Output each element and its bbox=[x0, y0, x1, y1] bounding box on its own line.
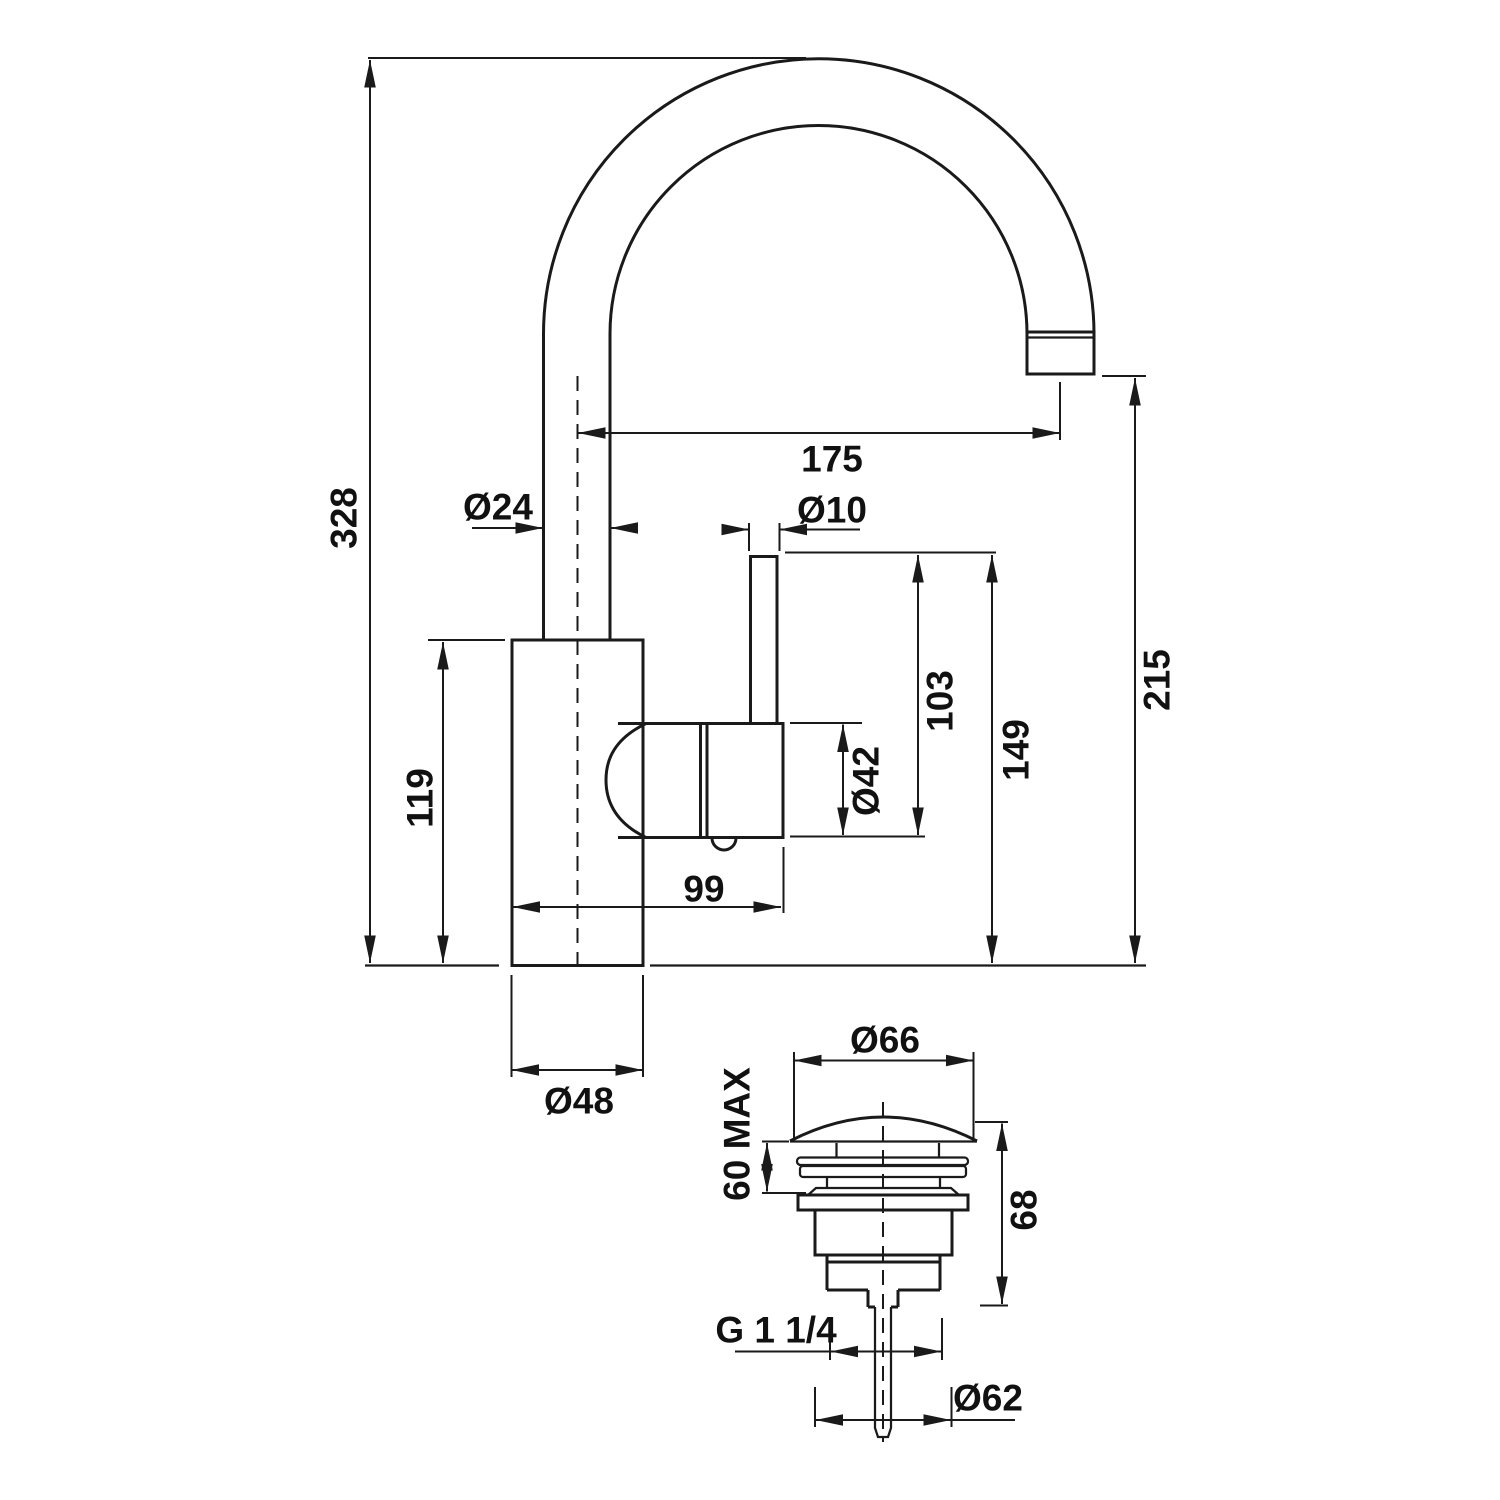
dim-body-height: 119 bbox=[400, 642, 449, 963]
dim-clamping-range: 60 MAX bbox=[717, 1067, 773, 1201]
dim-label-spout-reach: 175 bbox=[801, 439, 863, 480]
cartridge-intersection-curve bbox=[604, 722, 647, 839]
spout-outlet bbox=[1025, 330, 1096, 376]
drain-lower-body bbox=[825, 1255, 942, 1292]
dim-lever-top-height: 149 bbox=[986, 555, 1037, 963]
spout-outer-arc bbox=[542, 57, 1096, 335]
dim-label-outlet-height: 215 bbox=[1137, 649, 1178, 711]
spout-inner-arc bbox=[608, 124, 1029, 335]
dim-label-lever-top-height: 149 bbox=[996, 719, 1037, 781]
dim-drain-height: 68 bbox=[996, 1123, 1045, 1304]
extension-lines-faucet bbox=[368, 57, 1146, 1077]
dim-overall-height: 328 bbox=[324, 60, 376, 963]
cartridge-cap bbox=[618, 722, 707, 839]
dim-label-drain-body-diameter: Ø62 bbox=[953, 1378, 1023, 1419]
riser-tube bbox=[542, 334, 612, 640]
drain-cap-stem bbox=[835, 1143, 941, 1157]
drain-plug-outline bbox=[789, 1102, 978, 1442]
dim-label-body-height: 119 bbox=[400, 768, 441, 828]
dim-label-cap-diameter: Ø66 bbox=[850, 1020, 920, 1061]
dim-spout-reach: 175 bbox=[578, 427, 1060, 480]
set-screw-bump bbox=[710, 837, 738, 852]
dim-lever-base-height: 103 bbox=[912, 555, 961, 835]
drain-step bbox=[825, 1177, 942, 1188]
drain-neck bbox=[866, 1290, 900, 1309]
dim-label-drain-height: 68 bbox=[1004, 1189, 1045, 1230]
dim-label-clamping-range: 60 MAX bbox=[717, 1067, 758, 1201]
dim-lever-rod-diameter: Ø10 bbox=[721, 490, 867, 536]
dim-thread-size: G 1 1/4 bbox=[715, 1310, 942, 1358]
dim-label-lever-rod-diameter: Ø10 bbox=[797, 490, 867, 531]
faucet-dimensions: 328 175 Ø24 Ø10 119 99 bbox=[324, 57, 1178, 1122]
faucet-outline bbox=[365, 57, 1146, 967]
dim-label-lever-base-height: 103 bbox=[920, 670, 961, 732]
dim-spout-tube-diameter: Ø24 bbox=[463, 487, 638, 534]
dim-drain-body-diameter: Ø62 bbox=[815, 1378, 1023, 1426]
extension-lines-drain bbox=[762, 1052, 1008, 1427]
dim-label-spout-tube-diameter: Ø24 bbox=[463, 487, 533, 528]
dim-label-overall-height: 328 bbox=[324, 487, 365, 549]
drain-tail-pipe bbox=[873, 1307, 893, 1439]
dim-label-body-depth: 99 bbox=[683, 869, 724, 910]
handle-sleeve bbox=[705, 722, 785, 839]
dim-label-cartridge-diameter: Ø42 bbox=[846, 746, 887, 816]
dim-body-depth: 99 bbox=[512, 869, 781, 913]
dim-label-base-diameter: Ø48 bbox=[544, 1081, 614, 1122]
dim-base-diameter: Ø48 bbox=[511, 1064, 643, 1122]
drain-plug-dimensions: Ø66 60 MAX 68 G 1 1/4 Ø62 bbox=[715, 1020, 1045, 1427]
lever-rod bbox=[749, 555, 779, 725]
dim-cap-diameter: Ø66 bbox=[794, 1020, 974, 1067]
dim-cartridge-diameter: Ø42 bbox=[837, 724, 887, 835]
drain-cap-dome bbox=[789, 1115, 978, 1143]
dim-label-thread-size: G 1 1/4 bbox=[715, 1310, 837, 1351]
dim-outlet-height: 215 bbox=[1129, 378, 1178, 963]
